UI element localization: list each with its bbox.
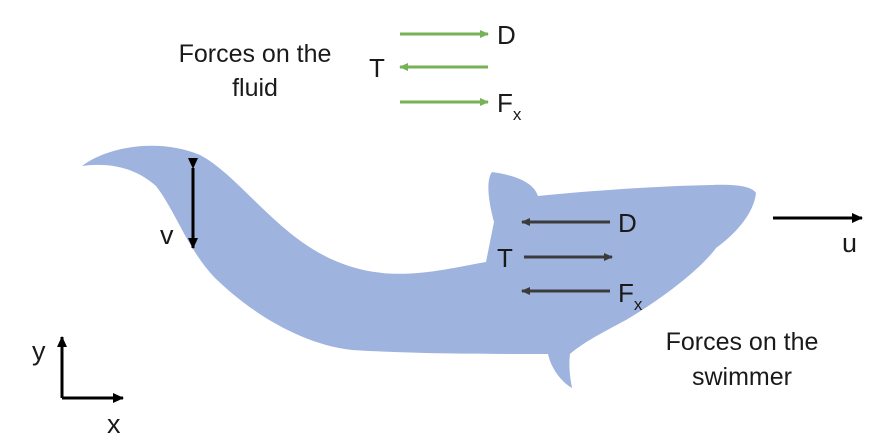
swimmer-body xyxy=(82,145,756,388)
swimmer-fx-subscript: x xyxy=(634,295,643,314)
fluid-forces-group: Forces on the fluid D T Fx xyxy=(179,20,522,124)
fluid-fx-subscript: x xyxy=(513,105,522,124)
swimmer-thrust-label: T xyxy=(497,243,513,273)
x-axis-label: x xyxy=(107,409,121,439)
swimmer-fx-symbol: F xyxy=(618,278,634,308)
velocity-v-label: v xyxy=(160,220,174,250)
fluid-forces-title-line1: Forces on the xyxy=(179,40,332,68)
swimmer-forces-title-line1: Forces on the xyxy=(666,328,819,356)
coordinate-axes: y x xyxy=(32,336,124,439)
fluid-fx-symbol: F xyxy=(497,88,513,118)
fluid-fx-label: Fx xyxy=(497,88,522,124)
swimmer-forces-title-line2: swimmer xyxy=(692,363,792,391)
swimmer-fx-label: Fx xyxy=(618,278,643,314)
fluid-drag-label: D xyxy=(497,20,516,50)
swimmer-forces-group: D T Fx Forces on the swimmer xyxy=(497,208,818,391)
swimmer-drag-label: D xyxy=(618,208,637,238)
fluid-forces-title-line2: fluid xyxy=(232,74,278,102)
velocity-u-label: u xyxy=(842,228,857,258)
fluid-thrust-label: T xyxy=(369,53,385,83)
y-axis-label: y xyxy=(32,336,46,366)
